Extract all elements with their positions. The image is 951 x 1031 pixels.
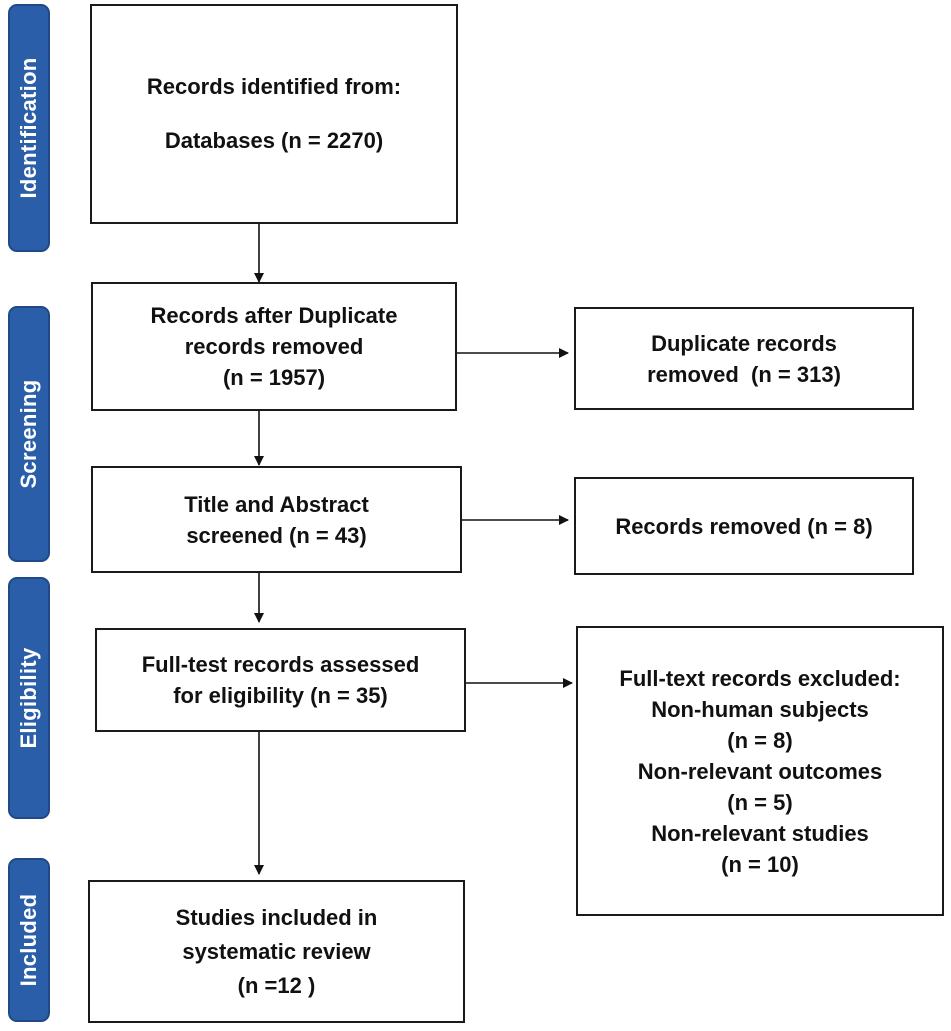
databases-count: Databases (n = 2270) — [164, 128, 384, 153]
after-duplicates-line1: Records after Duplicate — [150, 303, 398, 328]
non-relevant-outcomes-count: (n = 5) — [727, 789, 793, 815]
box-duplicates-removed: Duplicate records removed (n = 313) — [574, 307, 914, 410]
studies-included-line2: systematic review — [182, 938, 371, 964]
duplicates-removed-line1: Duplicate records — [651, 330, 837, 356]
box-records-identified: Records identified from: Databases (n = … — [90, 4, 458, 224]
full-text-excluded-heading: Full-text records excluded: — [619, 665, 901, 691]
non-relevant-studies-count: (n = 10) — [721, 851, 799, 877]
box-studies-included: Studies included in systematic review (n… — [88, 880, 465, 1023]
stage-eligibility: Eligibility — [8, 577, 50, 819]
stage-identification: Identification — [8, 4, 50, 252]
records-removed-count: Records removed (n = 8) — [615, 513, 873, 539]
full-text-assessed-count: for eligibility (n = 35) — [173, 683, 388, 708]
duplicates-removed-count: removed (n = 313) — [647, 361, 841, 387]
non-relevant-studies-label: Non-relevant studies — [651, 820, 869, 846]
non-human-subjects-count: (n = 8) — [727, 727, 793, 753]
full-text-assessed-line1: Full-test records assessed — [141, 652, 420, 677]
stage-included: Included — [8, 858, 50, 1022]
box-records-removed: Records removed (n = 8) — [574, 477, 914, 575]
box-full-text-assessed: Full-test records assessed for eligibili… — [95, 628, 466, 732]
after-duplicates-line2: records removed — [184, 334, 364, 359]
non-relevant-outcomes-label: Non-relevant outcomes — [637, 758, 883, 784]
non-human-subjects-label: Non-human subjects — [651, 696, 869, 722]
after-duplicates-count: (n = 1957) — [222, 365, 326, 390]
records-identified-label: Records identified from: — [146, 74, 402, 99]
stage-screening: Screening — [8, 306, 50, 562]
box-after-duplicates: Records after Duplicate records removed … — [91, 282, 457, 411]
title-abstract-count: screened (n = 43) — [186, 522, 367, 548]
studies-included-line1: Studies included in — [175, 904, 378, 930]
title-abstract-line1: Title and Abstract — [184, 491, 369, 517]
box-title-abstract: Title and Abstract screened (n = 43) — [91, 466, 462, 573]
studies-included-count: (n =12 ) — [237, 972, 316, 998]
box-full-text-excluded: Full-text records excluded: Non-human su… — [576, 626, 944, 916]
